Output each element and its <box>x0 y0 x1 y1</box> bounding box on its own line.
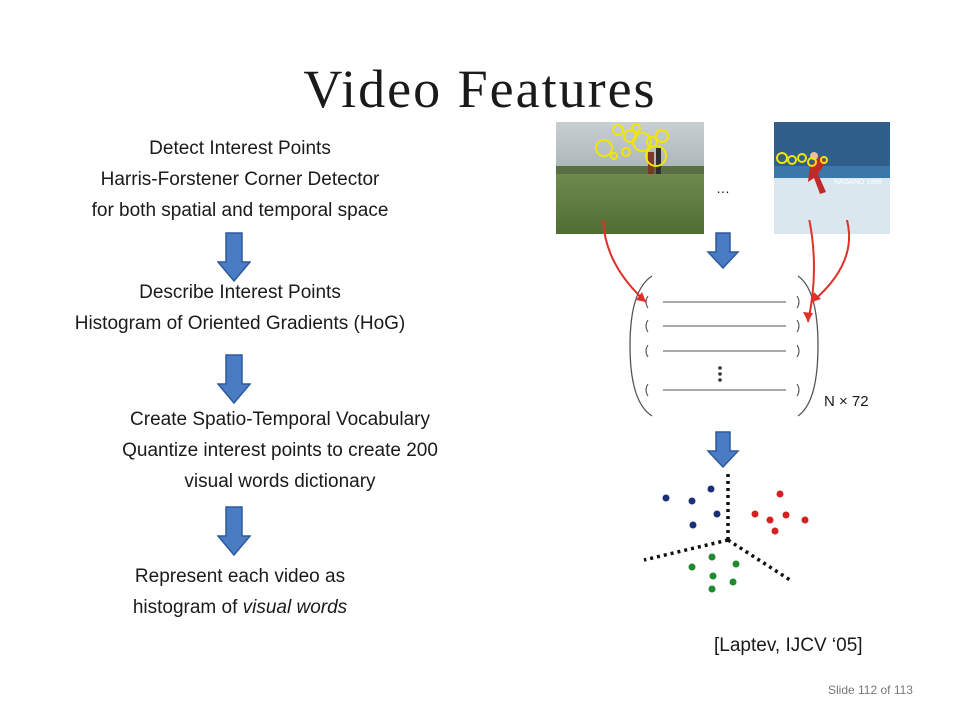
step-line: Harris-Forstener Corner Detector <box>100 169 380 190</box>
down-arrow-icon <box>217 354 251 404</box>
down-arrow-icon <box>706 431 740 469</box>
feature-pipeline-diagram <box>602 220 850 593</box>
step-describe-interest-points: Describe Interest Points Histogram of Or… <box>30 277 450 339</box>
cluster-red <box>751 490 809 535</box>
matrix-size-label: N × 72 <box>824 393 869 410</box>
step-line: Histogram of Oriented Gradients (HoG) <box>74 313 406 334</box>
link-arrows <box>602 220 850 323</box>
citation: [Laptev, IJCV ‘05] <box>714 635 863 656</box>
matrix-right-bracket <box>797 275 819 417</box>
down-arrow-icon <box>706 232 740 270</box>
vertical-ellipsis-icon <box>718 366 722 382</box>
step-create-vocabulary: Create Spatio-Temporal Vocabulary Quanti… <box>70 404 490 497</box>
matrix-left-bracket <box>629 275 653 417</box>
scatter-axes <box>643 472 791 582</box>
feature-markers <box>776 152 828 167</box>
cluster-blue <box>662 485 721 529</box>
step-line: Represent each video as <box>134 566 346 587</box>
ellipsis-text: … <box>716 180 730 196</box>
step-detect-interest-points: Detect Interest Points Harris-Forstener … <box>30 133 450 226</box>
step-line-with-emphasis: histogram of visual words <box>30 592 450 623</box>
slide-title: Video Features <box>303 59 657 119</box>
soccer-video-thumbnail <box>556 122 704 234</box>
slide-number: Slide 112 of 113 <box>828 683 913 697</box>
cluster-green <box>688 553 740 593</box>
step-line: Quantize interest points to create 200 <box>122 440 438 461</box>
descriptor-rows <box>645 295 800 397</box>
skating-video-thumbnail: NAGANO 1998 <box>774 122 890 234</box>
step-line: histogram of <box>132 597 238 618</box>
step-line: Detect Interest Points <box>149 138 331 159</box>
feature-markers <box>595 123 669 167</box>
down-arrow-icon <box>217 506 251 556</box>
step-line: Create Spatio-Temporal Vocabulary <box>130 409 430 430</box>
step-line: for both spatial and temporal space <box>91 200 389 221</box>
arena-banner-text: NAGANO 1998 <box>834 179 882 186</box>
down-arrow-icon <box>217 232 251 282</box>
step-line: Describe Interest Points <box>139 282 341 303</box>
step-line: visual words dictionary <box>184 471 376 492</box>
step-represent-video: Represent each video as histogram of vis… <box>30 561 450 623</box>
arrowhead-icon <box>636 292 821 322</box>
step-emphasis: visual words <box>242 597 348 618</box>
